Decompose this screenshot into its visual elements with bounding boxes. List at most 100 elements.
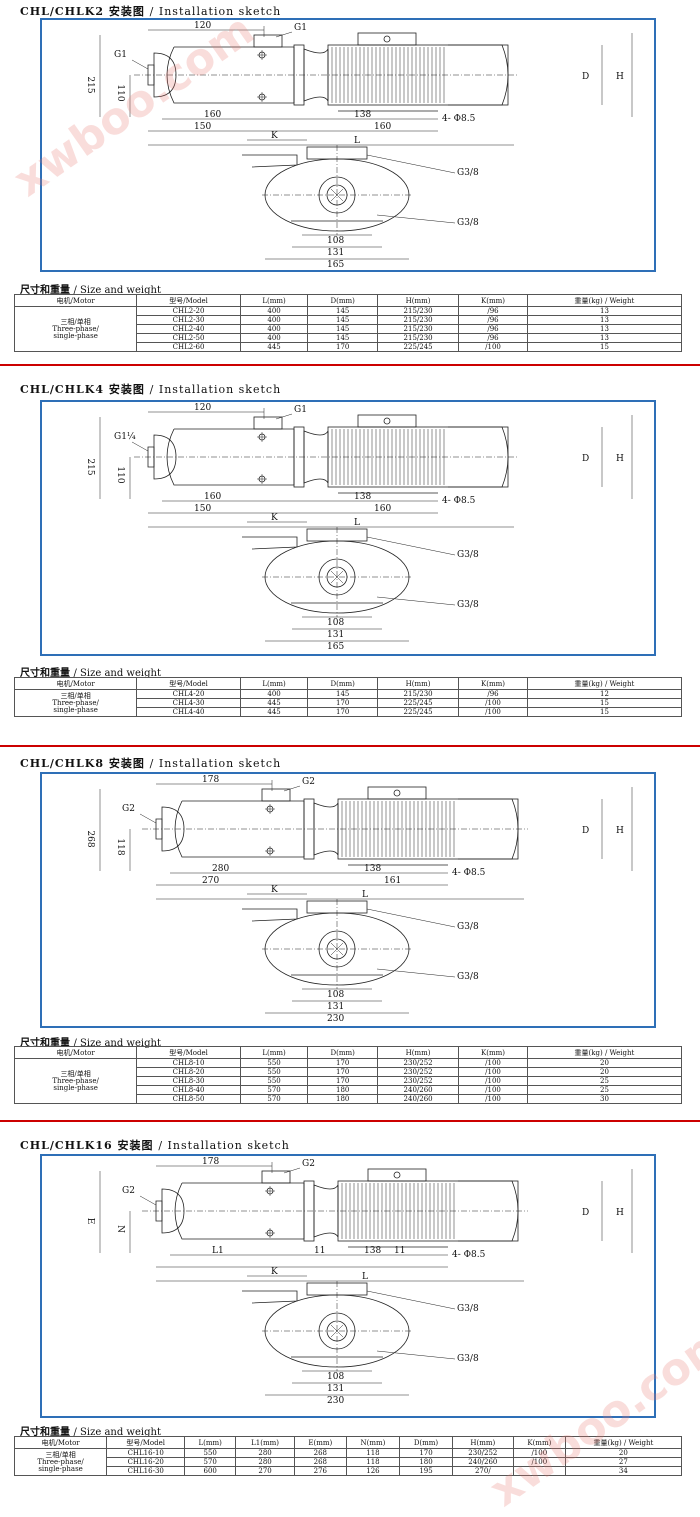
table-cell: 126 — [345, 1466, 401, 1476]
table-cell: CHL2-30 — [136, 315, 241, 325]
dimension-label: G2 — [122, 1186, 135, 1196]
dimension-label: L — [362, 1272, 368, 1282]
end-view-flange — [242, 154, 298, 168]
dimension-label: G3/8 — [457, 1304, 479, 1314]
dimension-label: E — [85, 1218, 95, 1225]
table-cell: 280 — [235, 1448, 295, 1458]
dimension-label: 160 — [204, 110, 221, 120]
dimension-label: D — [582, 454, 589, 464]
pump-body — [166, 46, 295, 104]
dimension-label: K — [271, 1267, 278, 1277]
dimension-label: N — [115, 1225, 125, 1233]
end-view-flange — [242, 908, 298, 922]
dimension-label: 4- Φ8.5 — [442, 496, 476, 506]
table-cell: 180 — [307, 1094, 379, 1104]
inlet-port — [253, 416, 283, 430]
dimension-label: 4- Φ8.5 — [442, 114, 476, 124]
terminal-box — [357, 32, 417, 46]
table-cell: 15 — [526, 698, 683, 708]
table-cell: 215/230 — [377, 689, 460, 699]
dimension-label: H — [616, 454, 624, 464]
dimension-label: D — [582, 72, 589, 82]
dimension-label: G3/8 — [457, 550, 479, 560]
table-cell: 15 — [526, 342, 683, 352]
dimension-label: L — [362, 890, 368, 900]
column-header: H(mm) — [377, 677, 460, 690]
table-cell: CHL8-50 — [136, 1094, 241, 1104]
column-header: 型号/Model — [136, 294, 241, 307]
leader-line — [366, 1290, 456, 1310]
leader-line — [376, 596, 456, 606]
table-cell: 145 — [307, 333, 379, 343]
dimension-label: G2 — [302, 777, 315, 787]
dimension-label: D — [582, 1208, 589, 1218]
dimension-label: 230 — [327, 1014, 344, 1024]
leader-line — [275, 413, 293, 420]
table-cell: 195 — [399, 1466, 453, 1476]
table-cell: 215/230 — [377, 324, 460, 334]
table-cell: /100 — [458, 1058, 528, 1068]
table-cell: /100 — [458, 698, 528, 708]
dimension-label: 120 — [194, 403, 211, 413]
section-title: CHL/CHLK16 安装图 / Installation sketch — [20, 1139, 290, 1152]
table-cell: CHL4-40 — [136, 707, 241, 717]
table-cell: 25 — [526, 1076, 683, 1086]
leader-line — [366, 154, 456, 174]
table-cell: 15 — [526, 707, 683, 717]
column-header: 电机/Motor — [13, 294, 138, 307]
dimension-label: 160 — [204, 492, 221, 502]
leader-line — [131, 441, 149, 452]
table-cell: /100 — [458, 1085, 528, 1095]
dimension-label: L — [354, 518, 360, 528]
leader-line — [376, 1350, 456, 1360]
table-cell: 240/260 — [377, 1085, 460, 1095]
table-cell: 215/230 — [377, 315, 460, 325]
end-view-flange — [242, 1290, 298, 1304]
leader-line — [283, 785, 301, 792]
leader-line — [283, 1167, 301, 1174]
table-cell: 550 — [184, 1448, 237, 1458]
inlet-port — [261, 788, 291, 802]
dimension-label: H — [616, 1208, 624, 1218]
dimension-label: 108 — [327, 1372, 344, 1382]
table-cell: 270/ — [451, 1466, 514, 1476]
dimension-label: 108 — [327, 236, 344, 246]
dimension-label: 108 — [327, 618, 344, 628]
inlet-port — [253, 34, 283, 48]
section-divider — [0, 364, 700, 366]
table-cell: CHL16-30 — [106, 1466, 186, 1476]
table-cell: CHL8-20 — [136, 1067, 241, 1077]
table-cell: 12 — [526, 689, 683, 699]
dimension-label: 110 — [115, 84, 125, 101]
table-cell: CHL8-40 — [136, 1085, 241, 1095]
dimension-label: 138 — [364, 1246, 381, 1256]
dimension-label: 138 — [354, 110, 371, 120]
leader-line — [139, 813, 157, 824]
column-header: D(mm) — [307, 1046, 379, 1059]
table-cell: 145 — [307, 689, 379, 699]
dimension-label: 138 — [354, 492, 371, 502]
table-cell: /100 — [458, 1094, 528, 1104]
column-header: 型号/Model — [136, 677, 241, 690]
terminal-box — [367, 1168, 427, 1182]
terminal-box — [367, 786, 427, 800]
dimension-label: 160 — [374, 122, 391, 132]
dimension-label: G1 — [114, 50, 127, 60]
